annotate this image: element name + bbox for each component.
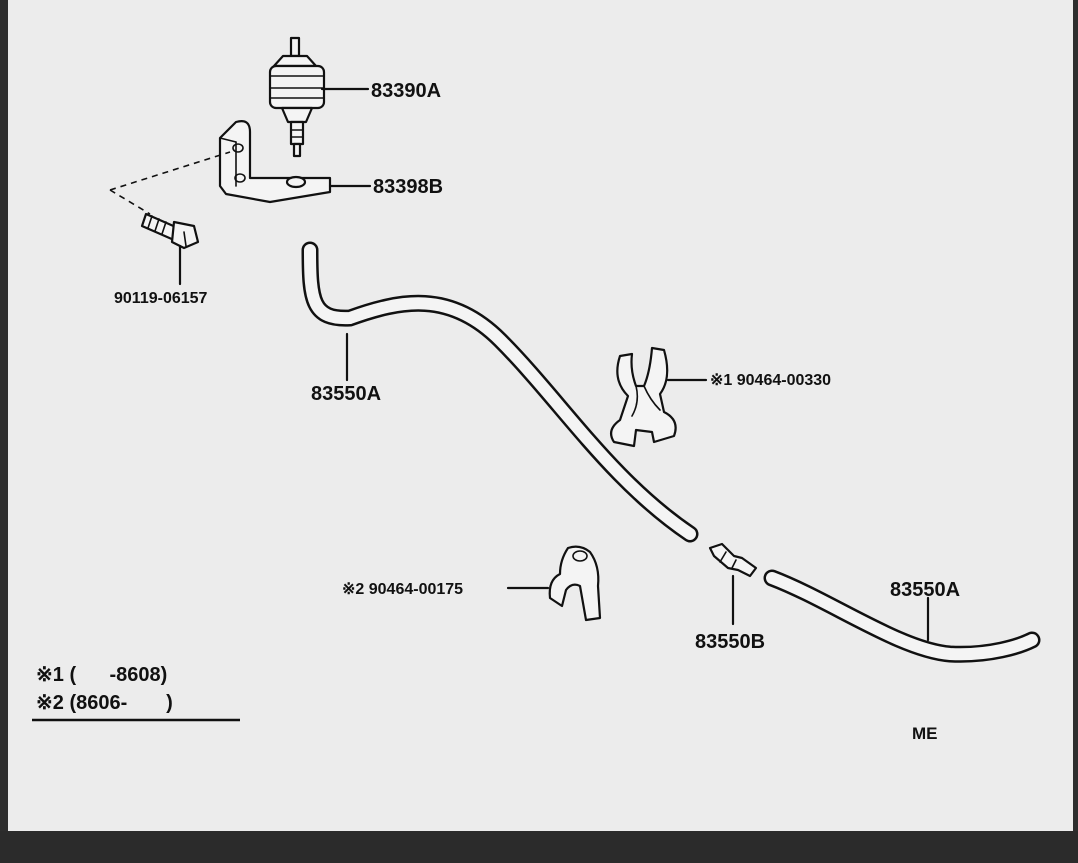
viewer-bottom-bar xyxy=(0,831,1078,863)
clamp-1-part xyxy=(609,346,677,448)
lower-hose-part-number: 83550A xyxy=(890,579,960,601)
bracket-part-number: 83398B xyxy=(373,176,443,198)
parts-diagram-sheet xyxy=(8,0,1073,831)
connector-part-number: 83550B xyxy=(695,631,765,653)
relay-part-number: 83390A xyxy=(371,80,441,102)
connector-part xyxy=(708,542,758,578)
bolt-part xyxy=(140,212,200,250)
bolt-part-number: 90119-06157 xyxy=(114,290,208,307)
bracket-part xyxy=(218,120,332,204)
upper-hose-part xyxy=(301,241,699,543)
diagram-code: ME xyxy=(912,724,938,743)
dashed-guide-line xyxy=(109,151,231,215)
upper-hose-part-number: 83550A xyxy=(311,383,381,405)
vacuum-relay-part xyxy=(268,36,326,158)
legend-row-1: ※1 ( -8608) xyxy=(36,664,167,686)
legend-row-2: ※2 (8606- ) xyxy=(36,692,173,714)
applicability-legend: ※1 ( -8608) ※2 (8606- ) xyxy=(32,664,240,722)
lower-hose-part xyxy=(763,569,1041,663)
clamp-1-part-number: ※1 90464-00330 xyxy=(710,372,831,389)
clamp-2-part xyxy=(548,545,602,622)
clamp-2-part-number: ※2 90464-00175 xyxy=(342,581,463,598)
